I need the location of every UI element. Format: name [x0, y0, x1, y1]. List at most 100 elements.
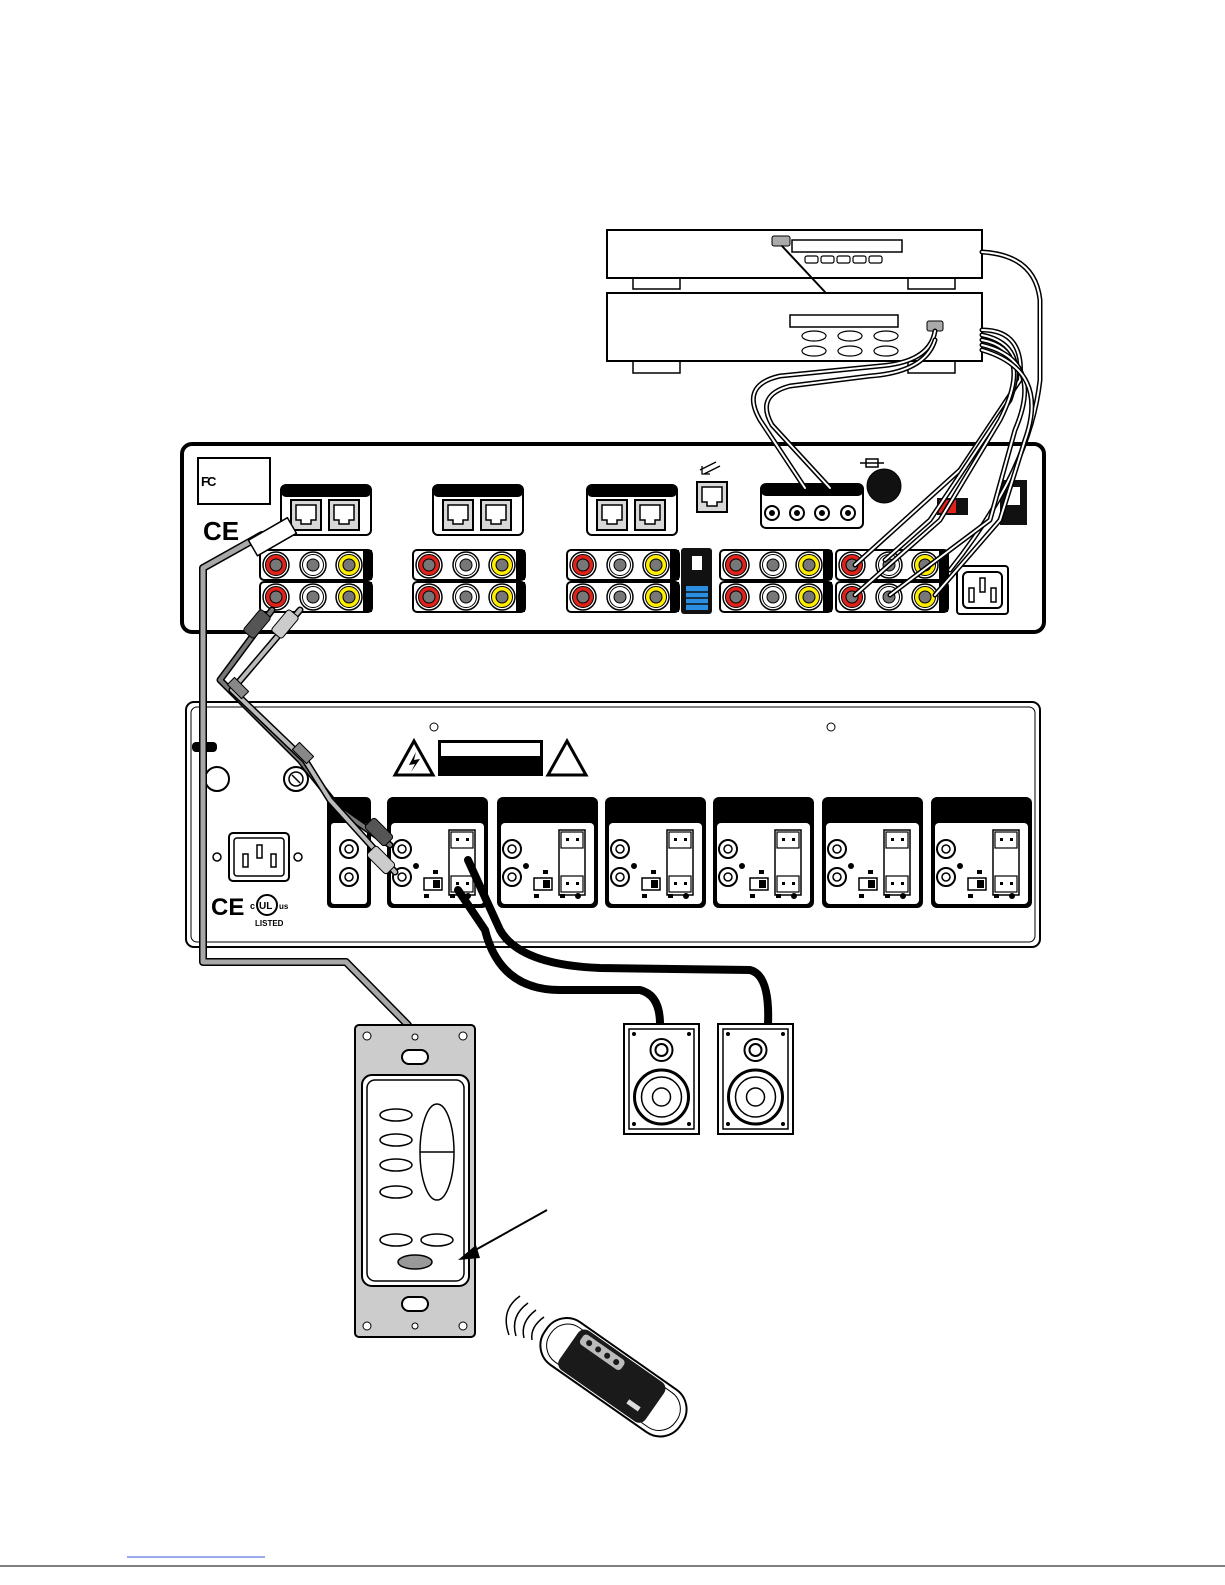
speaker [623, 1023, 700, 1135]
display-window [789, 314, 899, 328]
rca-row [259, 549, 373, 581]
callout-arrow [458, 1209, 548, 1260]
rca-jack[interactable] [642, 551, 670, 579]
rca-row [259, 581, 373, 613]
rca-jack[interactable] [452, 551, 480, 579]
rca-jack[interactable] [569, 551, 597, 579]
volume-rocker[interactable] [419, 1103, 455, 1201]
cables [199, 245, 1043, 1029]
rca-jack[interactable] [299, 551, 327, 579]
ir-receiver-window [397, 1254, 433, 1270]
rca-jack[interactable] [606, 551, 634, 579]
caution-icon [545, 737, 589, 777]
ir-emitter [771, 235, 791, 247]
rca-jack[interactable] [335, 583, 363, 611]
ir-port[interactable] [696, 461, 728, 513]
rca-row [719, 549, 833, 581]
rca-row [719, 581, 833, 613]
rj45-port[interactable] [442, 499, 474, 531]
channel-switch[interactable] [858, 877, 878, 891]
source-device-2 [606, 292, 983, 374]
ir-signal-waves-icon [505, 1295, 545, 1341]
speaker-terminal-block[interactable] [774, 829, 802, 896]
rca-jack[interactable] [838, 551, 866, 579]
rj45-plug [247, 516, 298, 557]
ir-arrow-icon [699, 461, 721, 475]
ce-logo: CE [211, 894, 244, 921]
svg-text:c: c [250, 901, 255, 911]
channel-switch[interactable] [533, 877, 553, 891]
shock-warning-icon [392, 737, 436, 777]
rca-row [412, 581, 526, 613]
rca-row [566, 549, 680, 581]
rca-jack[interactable] [642, 583, 670, 611]
warning-label [438, 740, 543, 776]
speaker-terminal-block[interactable] [992, 829, 1020, 896]
channel-switch[interactable] [749, 877, 769, 891]
speaker-terminal-block[interactable] [558, 829, 586, 896]
svg-text:UL: UL [259, 901, 272, 912]
power-inlet [956, 565, 1009, 615]
zone-rj45-group [586, 484, 678, 536]
rca-jack[interactable] [759, 583, 787, 611]
volume-knob[interactable] [866, 468, 902, 504]
channel-switch[interactable] [641, 877, 661, 891]
rca-jack[interactable] [795, 551, 823, 579]
rca-jack[interactable] [452, 583, 480, 611]
wall-keypad [354, 1024, 476, 1338]
rca-jack[interactable] [415, 583, 443, 611]
rca-jack[interactable] [299, 583, 327, 611]
rca-jack[interactable] [759, 551, 787, 579]
channel-switch[interactable] [967, 877, 987, 891]
rca-jack[interactable] [722, 583, 750, 611]
channel-switch[interactable] [423, 877, 443, 891]
rca-jack[interactable] [262, 551, 290, 579]
speaker-cable [454, 886, 664, 1028]
rca-jack[interactable] [488, 583, 516, 611]
audio-input-block [760, 483, 864, 529]
speaker [717, 1023, 794, 1135]
rca-jack[interactable] [335, 551, 363, 579]
rj45-port[interactable] [290, 499, 322, 531]
speaker-terminal-block[interactable] [883, 829, 911, 896]
remote-control[interactable] [531, 1309, 696, 1446]
rca-jack[interactable] [722, 551, 750, 579]
rca-jack[interactable] [488, 551, 516, 579]
ul-listed-logo: c UL us LISTED [250, 894, 289, 928]
rca-jack[interactable] [911, 583, 939, 611]
rca-jack[interactable] [415, 551, 443, 579]
rj45-port[interactable] [480, 499, 512, 531]
amp-channel-module [713, 797, 814, 908]
dip-switch[interactable] [681, 548, 712, 614]
display-window [791, 239, 903, 253]
rca-row [835, 581, 949, 613]
zone-rj45-group [280, 484, 372, 536]
rj45-port[interactable] [328, 499, 360, 531]
svg-text:us: us [279, 902, 289, 911]
amp-channel-module [822, 797, 923, 908]
speaker-terminal-block[interactable] [666, 829, 694, 896]
control-hub: FC CE [180, 442, 1046, 634]
rca-jack[interactable] [262, 583, 290, 611]
rca-jack[interactable] [569, 583, 597, 611]
fuse-icon [860, 458, 884, 468]
amp-channel-module [497, 797, 598, 908]
rj45-port[interactable] [596, 499, 628, 531]
rca-row [412, 549, 526, 581]
rca-jack[interactable] [795, 583, 823, 611]
fcc-label-box [197, 457, 271, 505]
svg-text:LISTED: LISTED [255, 919, 284, 928]
amp-channel-module [931, 797, 1032, 908]
front-buttons [804, 255, 883, 264]
amp-channel-module [605, 797, 706, 908]
rca-jack[interactable] [606, 583, 634, 611]
zone-rj45-group [432, 484, 524, 536]
fuse-holder [283, 766, 309, 792]
rj45-port[interactable] [634, 499, 666, 531]
ce-logo: CE [203, 516, 239, 546]
front-buttons [801, 330, 899, 357]
amplifier: CE c UL us LISTED [185, 701, 1041, 948]
ground-post [204, 766, 230, 792]
keypad-buttons[interactable] [379, 1108, 454, 1247]
